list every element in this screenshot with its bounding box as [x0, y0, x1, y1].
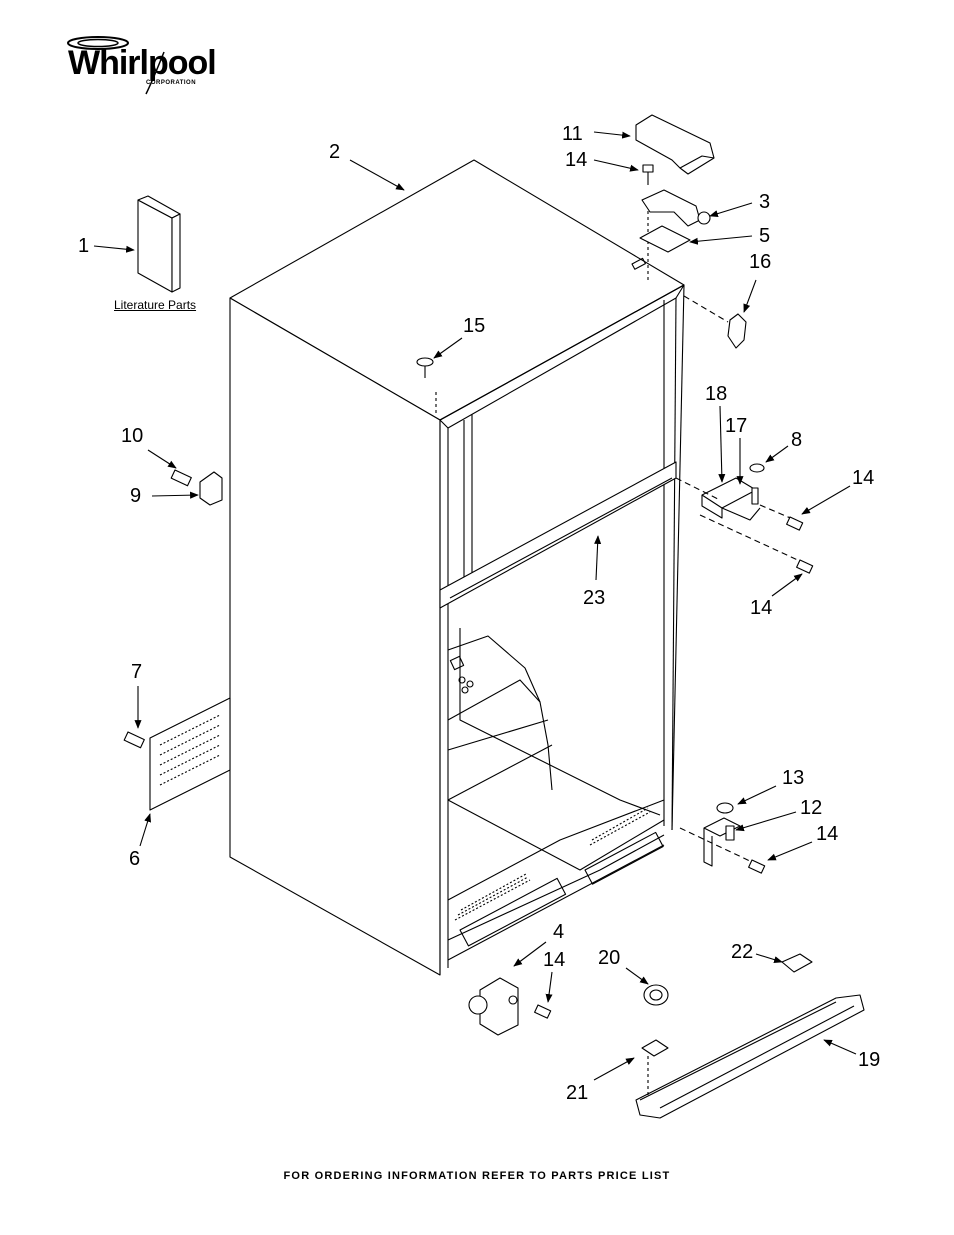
- callout-7: 7: [131, 661, 143, 683]
- part-21: [641, 1039, 669, 1057]
- brand-logo: Whirlpool CORPORATION: [60, 34, 220, 98]
- center-hinge-18: [701, 463, 765, 521]
- callout-20: 20: [598, 947, 621, 969]
- part-20: [643, 984, 669, 1006]
- leader-lines: [93, 131, 857, 1081]
- literature-book: [137, 195, 181, 293]
- callout-9: 9: [130, 485, 142, 507]
- roller-assembly-4: [468, 977, 519, 1036]
- callout-14-roller: 14: [543, 949, 566, 971]
- literature-parts-caption: Literature Parts: [114, 298, 197, 312]
- plug-15: [416, 357, 434, 378]
- screw-10: [170, 469, 192, 487]
- brand-name: Whirlpool: [68, 44, 217, 82]
- top-hinge-3: [641, 189, 701, 227]
- callout-14-bottom-hinge: 14: [816, 823, 839, 845]
- callout-4: 4: [553, 921, 565, 943]
- bottom-hinge-12: [703, 802, 741, 867]
- callout-16: 16: [749, 251, 772, 273]
- screw-14-top: [642, 164, 654, 185]
- screw-7: [123, 731, 145, 749]
- callout-12: 12: [800, 797, 823, 819]
- callout-10: 10: [121, 425, 144, 447]
- logo-swirl-icon: [67, 36, 165, 95]
- ordering-info-footer: FOR ORDERING INFORMATION REFER TO PARTS …: [283, 1170, 671, 1182]
- callout-1: 1: [78, 235, 90, 257]
- base-grille-19: [635, 994, 865, 1119]
- callout-3: 3: [759, 191, 771, 213]
- callout-14-mid-right: 14: [852, 467, 875, 489]
- callout-19: 19: [858, 1049, 881, 1071]
- machine-compartment-cover-6: [149, 697, 231, 811]
- bracket-9: [199, 471, 223, 506]
- part-16: [727, 313, 747, 349]
- callout-2: 2: [329, 141, 341, 163]
- refrigerator-cabinet: [229, 159, 685, 976]
- callout-5: 5: [759, 225, 771, 247]
- callout-13: 13: [782, 767, 805, 789]
- hinge-cover-11: [635, 114, 715, 175]
- callout-23: 23: [583, 587, 606, 609]
- callout-6: 6: [129, 848, 141, 870]
- callout-17: 17: [725, 415, 748, 437]
- brand-sub: CORPORATION: [146, 80, 197, 86]
- callout-22: 22: [731, 941, 754, 963]
- callout-14-top: 14: [565, 149, 588, 171]
- callout-8: 8: [791, 429, 803, 451]
- callout-21: 21: [566, 1082, 589, 1104]
- callout-18: 18: [705, 383, 728, 405]
- clip-22: [781, 953, 813, 973]
- callout-15: 15: [463, 315, 486, 337]
- callout-11: 11: [562, 123, 583, 145]
- callout-14-mid-lower: 14: [750, 597, 773, 619]
